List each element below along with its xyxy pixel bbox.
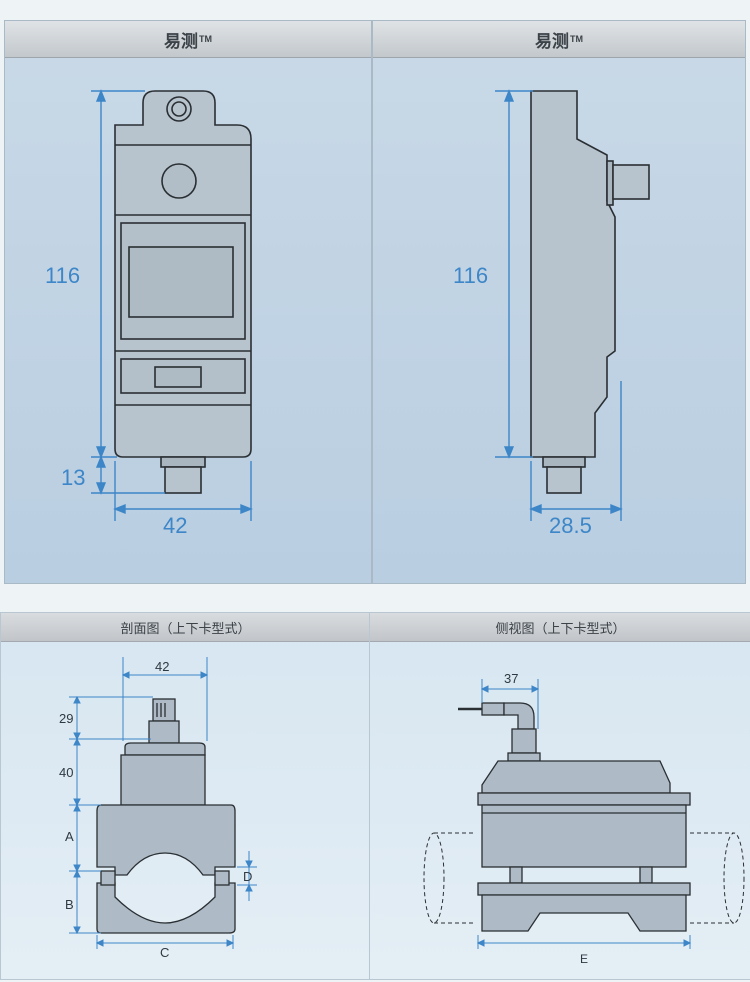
section-view-drawing: 42 29 40 A B C D (59, 657, 257, 960)
section-view-panel: 剖面图（上下卡型式） (0, 612, 371, 980)
section-view-header: 剖面图（上下卡型式） (1, 613, 370, 642)
profile-dimensions (476, 679, 692, 949)
profile-view-panel: 侧视图（上下卡型式） (369, 612, 750, 980)
front-dim-height: 116 (45, 263, 80, 288)
section-dim-40: 40 (59, 765, 73, 780)
section-dimensions (69, 657, 257, 949)
section-dim-29: 29 (59, 711, 73, 726)
front-view-drawing: 116 13 42 (45, 89, 253, 538)
front-device (114, 90, 252, 494)
profile-pipe (423, 832, 745, 924)
front-dim-width: 42 (163, 513, 187, 538)
side-dimensions (495, 89, 623, 521)
profile-dim-37: 37 (504, 671, 518, 686)
side-view-drawing: 116 28.5 (453, 89, 650, 538)
section-label-a: A (65, 829, 74, 844)
section-label-b: B (65, 897, 74, 912)
front-view-tm: TM (199, 34, 212, 44)
profile-view-title: 侧视图（上下卡型式） (495, 620, 626, 636)
side-view-title: 易测 (535, 31, 569, 51)
section-device (96, 698, 236, 934)
side-device (530, 90, 650, 494)
front-view-title: 易测 (164, 31, 198, 51)
section-label-c: C (160, 945, 169, 960)
profile-view-header: 侧视图（上下卡型式） (370, 613, 750, 642)
section-dim-42: 42 (155, 659, 169, 674)
side-view-tm: TM (570, 34, 583, 44)
profile-device (458, 702, 691, 932)
side-dim-height: 116 (453, 263, 488, 288)
section-view-title: 剖面图（上下卡型式） (120, 620, 251, 636)
profile-label-e: E (580, 952, 588, 966)
section-label-d: D (243, 869, 252, 884)
front-dimensions (91, 89, 253, 521)
profile-view-drawing: 37 E (423, 671, 745, 966)
side-dim-depth: 28.5 (549, 513, 592, 538)
front-dim-connector: 13 (61, 465, 85, 490)
